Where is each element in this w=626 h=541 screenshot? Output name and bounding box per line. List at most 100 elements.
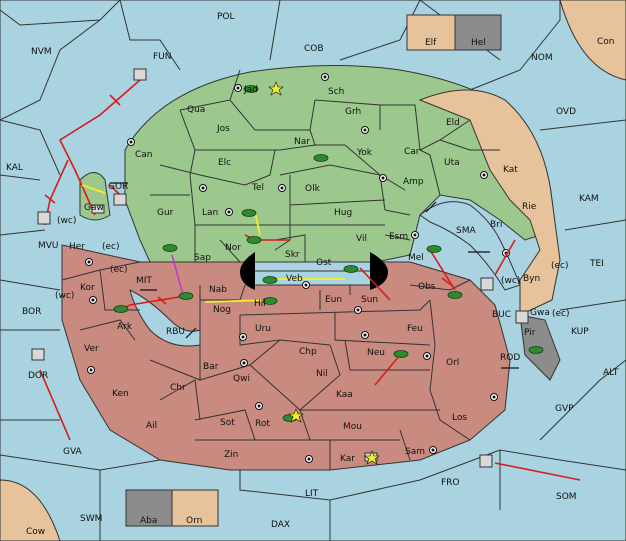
label-kor-ec: (ec) — [110, 265, 128, 275]
label-hil: Hil — [254, 299, 266, 309]
label-rbu: RBU — [166, 327, 185, 337]
label-eun: Eun — [325, 295, 342, 305]
label-amp: Amp — [403, 177, 424, 187]
label-kal: KAL — [6, 163, 23, 173]
label-orn: Orn — [186, 516, 202, 526]
rail-east-end — [370, 252, 388, 290]
region-elf[interactable] — [406, 14, 456, 51]
label-vil: Vil — [356, 234, 367, 244]
label-mvu: MVU — [38, 241, 59, 251]
label-rie: Rie — [522, 202, 537, 212]
label-hug: Hug — [334, 208, 352, 218]
label-tei: TEI — [589, 259, 604, 269]
label-nvm: NVM — [31, 47, 52, 57]
region-aba[interactable] — [125, 489, 173, 527]
label-elc: Elc — [218, 158, 231, 168]
label-olk: Olk — [305, 184, 321, 194]
label-yok: Yok — [356, 148, 373, 158]
label-grh: Grh — [345, 107, 361, 117]
label-kor-wc: (wc) — [55, 291, 74, 301]
label-veb: Veb — [286, 274, 303, 284]
region-eld-strip[interactable] — [418, 89, 561, 316]
label-kat: Kat — [503, 165, 518, 175]
label-qwi: Qwi — [233, 374, 250, 384]
label-jad: Jad — [243, 85, 258, 95]
rail-west-end — [240, 252, 255, 290]
label-bar: Bar — [203, 362, 219, 372]
label-gwa-ec: (ec) — [552, 309, 570, 319]
label-kor: Kor — [80, 283, 95, 293]
label-byn-ec: (ec) — [551, 261, 569, 271]
label-cob: COB — [304, 44, 324, 54]
label-mou: Mou — [343, 422, 362, 432]
label-rod: ROD — [500, 353, 520, 363]
label-sma: SMA — [456, 226, 476, 236]
label-her-ec: (ec) — [102, 242, 120, 252]
region-hel[interactable] — [454, 14, 502, 51]
label-obs: Obs — [418, 282, 436, 292]
label-buc: BUC — [492, 310, 511, 320]
label-sam: Sam — [405, 447, 425, 457]
region-orn[interactable] — [171, 489, 219, 527]
label-sap: Sap — [194, 253, 211, 263]
label-som: SOM — [556, 492, 577, 502]
label-esm: Esm — [389, 232, 408, 242]
label-fun: FUN — [153, 52, 172, 62]
label-sot: Sot — [220, 418, 235, 428]
label-hel: Hel — [471, 38, 486, 48]
label-kam: KAM — [579, 194, 599, 204]
north-borders — [150, 69, 500, 263]
label-lan: Lan — [202, 208, 218, 218]
label-rot: Rot — [255, 419, 270, 429]
label-aba: Aba — [140, 516, 157, 526]
label-gvp: GVP — [555, 404, 574, 414]
label-bor: BOR — [22, 307, 41, 317]
label-gor: GOR — [108, 182, 128, 192]
label-neu: Neu — [367, 348, 385, 358]
label-byn: Byn — [523, 274, 540, 284]
yellow-orders — [81, 184, 345, 303]
magenta-order — [171, 254, 184, 296]
label-byn-wc: (wc) — [501, 276, 520, 286]
south-continent[interactable] — [61, 244, 511, 471]
label-zin: Zin — [224, 450, 238, 460]
label-qua: Qua — [187, 105, 205, 115]
label-eld: Eld — [446, 118, 460, 128]
label-chr: Chr — [170, 383, 186, 393]
label-gaw: Gaw — [84, 203, 104, 213]
connection-arrows — [110, 182, 519, 369]
label-fro: FRO — [441, 478, 460, 488]
label-mel: Mel — [408, 253, 424, 263]
label-kar: Kar — [340, 454, 355, 464]
label-swm: SWM — [80, 514, 102, 524]
label-ken: Ken — [112, 389, 129, 399]
label-ail: Ail — [146, 421, 157, 431]
label-feu: Feu — [407, 324, 423, 334]
label-mvu-wc: (wc) — [57, 216, 76, 226]
label-los: Los — [452, 413, 467, 423]
label-tel: Tel — [251, 183, 264, 193]
label-gva: GVA — [63, 447, 83, 457]
label-mit: MIT — [136, 276, 152, 286]
label-her: Her — [69, 242, 85, 252]
label-lit: LIT — [305, 489, 319, 499]
label-ost: Ost — [316, 258, 332, 268]
label-gur: Gur — [157, 208, 174, 218]
territory-labels: POL NVM FUN COB Elf Hel Con NOM OVD KAL … — [6, 12, 619, 537]
label-jos: Jos — [216, 124, 230, 134]
label-chp: Chp — [299, 347, 317, 357]
label-dor: DOR — [28, 371, 48, 381]
label-uta: Uta — [444, 158, 460, 168]
label-skr: Skr — [285, 250, 300, 260]
label-ark: Ark — [117, 322, 133, 332]
label-con: Con — [597, 37, 615, 47]
label-sch: Sch — [328, 87, 344, 97]
label-cow: Cow — [26, 527, 45, 537]
label-bri: Bri — [490, 220, 502, 230]
star-markers — [268, 81, 380, 465]
strait-sma[interactable] — [419, 201, 521, 291]
label-nor: Nor — [225, 243, 241, 253]
